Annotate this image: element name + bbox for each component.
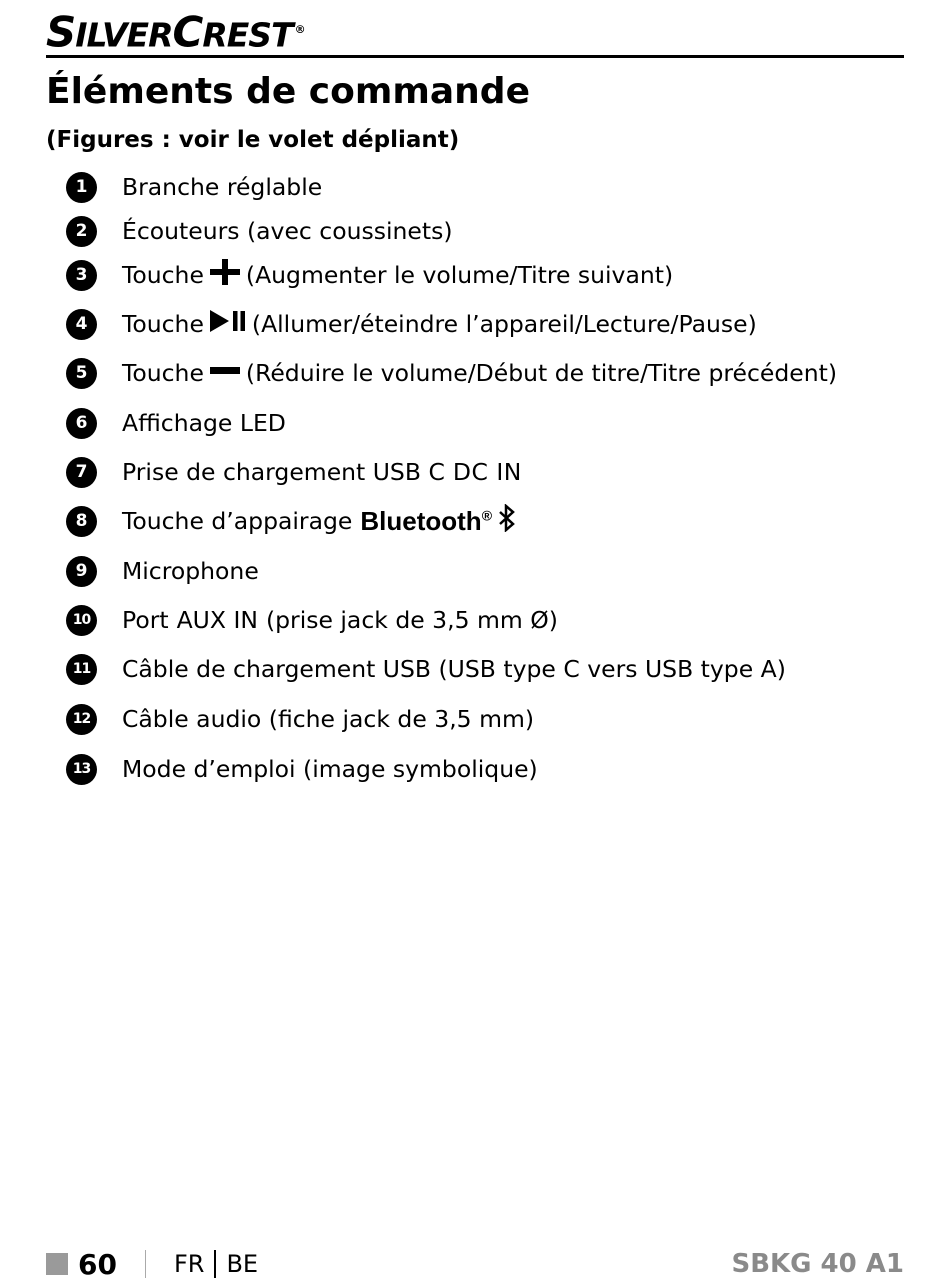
item-text-post: (Réduire le volume/Début de titre/Titre … [245,359,838,387]
page-marker-square [46,1253,68,1275]
language-code-fr: FR [173,1250,205,1278]
list-item: 9 Microphone [66,553,259,589]
item-number-badge: 12 [66,703,97,735]
page-subtitle: (Figures : voir le volet dépliant) [46,127,460,153]
item-text-pre: Prise de chargement USB C [122,458,445,486]
minus-icon [209,358,240,388]
item-text: Écouteurs (avec coussinets) [122,217,453,245]
item-number-badge: 11 [66,653,97,685]
item-text: Câble de chargement USB (USB type C vers… [122,655,786,683]
list-item: 11 Câble de chargement USB (USB type C v… [66,651,786,687]
brand-logo-rest-1: ILVER [75,15,173,55]
item-text: Microphone [122,557,259,585]
item-number-badge: 3 [66,259,97,291]
item-number-badge: 4 [66,308,97,340]
item-text-bold: AUX IN [176,606,258,634]
list-item: 13 Mode d’emploi (image symbolique) [66,751,538,787]
list-item: 10 Port AUX IN (prise jack de 3,5 mm Ø) [66,602,558,638]
registered-mark: ® [481,506,493,523]
item-number-badge: 5 [66,357,97,389]
page-number: 60 [78,1247,117,1281]
language-code-be: BE [226,1250,259,1278]
play-pause-icon [209,309,246,339]
item-number-badge: 9 [66,555,97,587]
item-text-post: (prise jack de 3,5 mm Ø) [265,606,558,634]
item-number-badge: 8 [66,505,97,537]
brand-logo-initial-2: C [172,7,204,57]
item-text: Mode d’emploi (image symbolique) [122,755,538,783]
language-divider [214,1250,217,1278]
item-text-pre: Port [122,606,169,634]
item-number-badge: 6 [66,407,97,439]
bluetooth-brand-text: Bluetooth [360,505,482,536]
item-number-badge: 13 [66,753,97,785]
registered-mark: ® [294,23,306,36]
page-footer: 60 FR BE [46,1244,258,1284]
list-item: 7 Prise de chargement USB C DC IN [66,454,528,490]
header-rule [46,55,904,58]
list-item: 8 Touche d’appairage Bluetooth® [66,503,522,539]
item-text: Branche réglable [122,173,323,201]
item-text: Affichage LED [122,409,286,437]
bluetooth-icon [498,503,516,538]
model-number: SBKG 40 A1 [731,1249,904,1279]
list-item: 5 Touche (Réduire le volume/Début de tit… [66,355,837,391]
page-title: Éléments de commande [46,71,530,112]
item-text-pre: Touche [122,310,204,338]
list-item: 3 Touche (Augmenter le volume/Titre suiv… [66,257,673,293]
list-item: 12 Câble audio (fiche jack de 3,5 mm) [66,701,534,737]
item-text: Câble audio (fiche jack de 3,5 mm) [122,705,535,733]
item-text-post: (Allumer/éteindre l’appareil/Lecture/Pau… [251,310,757,338]
brand-logo-rest-2: REST [202,15,293,55]
plus-icon [209,259,240,291]
footer-divider [144,1250,146,1278]
list-item: 2 Écouteurs (avec coussinets) [66,213,453,249]
bluetooth-brand: Bluetooth® [360,506,492,537]
item-text-pre: Touche [122,261,204,289]
brand-logo-initial-1: S [46,7,76,57]
item-text-bold: DC IN [452,458,522,486]
item-text-pre: Touche d’appairage [122,507,353,535]
item-number-badge: 1 [66,171,97,203]
item-number-badge: 2 [66,215,97,247]
list-item: 1 Branche réglable [66,169,322,205]
brand-logo: SILVERCREST® [46,8,306,58]
list-item: 6 Affichage LED [66,405,286,441]
item-number-badge: 10 [66,604,97,636]
item-text-pre: Touche [122,359,204,387]
item-number-badge: 7 [66,456,97,488]
item-text-post: (Augmenter le volume/Titre suivant) [245,261,674,289]
list-item: 4 Touche (Allumer/éteindre l’appareil/Le… [66,306,757,342]
